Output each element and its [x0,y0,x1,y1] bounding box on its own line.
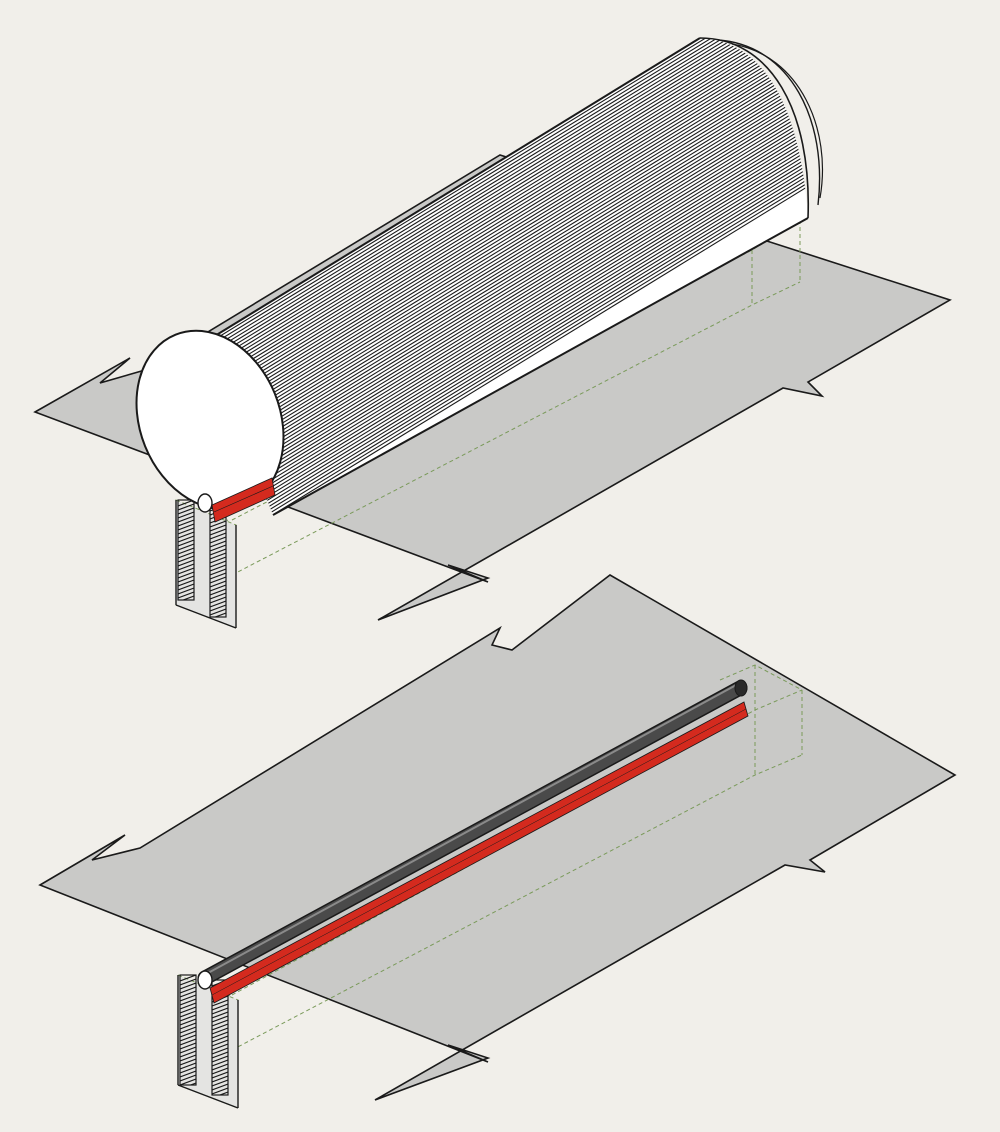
upper-panel [33,37,952,629]
lower-red-strip [209,701,749,1004]
lower-rod [197,679,748,990]
upper-strip-and-rod [197,477,276,523]
lower-panel [38,574,957,1109]
lower-rod-end [197,970,213,990]
upper-rod-end [197,493,213,513]
upper-trench-front [175,499,237,629]
upper-red-strip [211,477,276,523]
hatched-cylinder [135,37,824,516]
